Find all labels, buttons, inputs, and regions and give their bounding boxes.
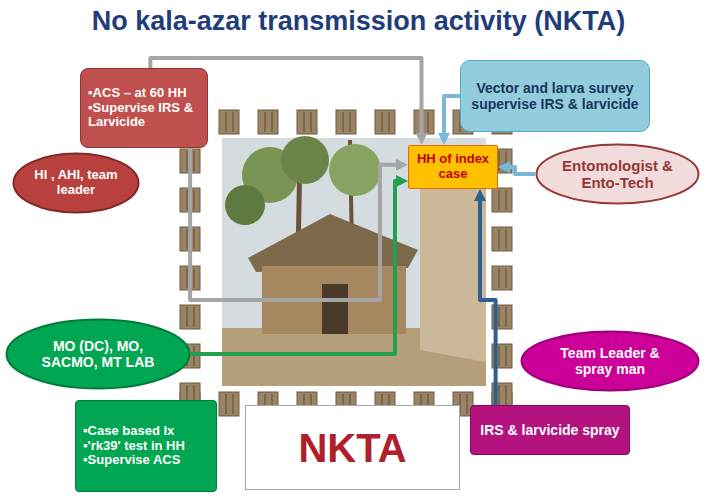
fence-slat <box>187 229 188 249</box>
role-box: ▪Case based Ix▪'rk39' test in HH▪Supervi… <box>75 400 217 492</box>
oval-shape <box>7 320 190 389</box>
node-text: ▪'rk39' test in HH <box>83 439 209 454</box>
fence-slat <box>499 268 500 288</box>
team-oval: HI , AHI, team leader <box>12 152 140 214</box>
nkta-box: NKTA <box>245 405 460 490</box>
fence-slat <box>187 268 188 288</box>
fence-slat <box>233 112 234 132</box>
fence-tile <box>492 266 512 290</box>
tree-foliage <box>225 185 265 225</box>
node-text: ▪Case based Ix <box>83 424 209 439</box>
fence-slat <box>350 112 351 132</box>
flow-arrow <box>480 197 496 405</box>
node-text: Team Leader & spray man <box>545 345 675 377</box>
fence-slat <box>194 307 195 327</box>
fence-tile <box>375 110 395 134</box>
fence-slat <box>187 151 188 171</box>
fence-tile <box>219 110 239 134</box>
fence-slat <box>506 385 507 405</box>
node-text: MO (DC), MO, SACMO, MT LAB <box>31 338 165 370</box>
fence-slat <box>506 190 507 210</box>
oval-shape <box>537 145 699 204</box>
fence-tile <box>297 110 317 134</box>
fence-slat <box>506 307 507 327</box>
flow-arrow <box>190 148 400 300</box>
fence-slat <box>499 346 500 366</box>
fence-tile <box>180 305 200 329</box>
fence-slat <box>187 307 188 327</box>
fence-slat <box>233 394 234 414</box>
fence-slat <box>265 112 266 132</box>
role-box: ▪ACS – at 60 HH▪Supervise IRS & Larvicid… <box>80 68 208 148</box>
tree-foliage <box>281 136 329 184</box>
fence-slat <box>311 112 312 132</box>
diagram-title: No kala-azar transmission activity (NKTA… <box>0 6 717 37</box>
fence-tile <box>414 110 434 134</box>
fence-slat <box>506 268 507 288</box>
fence-slat <box>499 190 500 210</box>
fence-tile <box>219 392 239 416</box>
fence-slat <box>499 229 500 249</box>
oval-text-holder: MO (DC), MO, SACMO, MT LAB <box>31 338 165 370</box>
fence-slat <box>506 229 507 249</box>
fence-slat <box>226 394 227 414</box>
oval-shape <box>522 332 699 391</box>
hut-door <box>322 284 348 334</box>
fence-slat <box>194 190 195 210</box>
fence-tile <box>492 188 512 212</box>
fence-slat <box>499 307 500 327</box>
tree-foliage <box>329 144 381 196</box>
node-text: Entomologist & Ento-Tech <box>558 157 677 192</box>
fence-tile <box>258 110 278 134</box>
fence-slat <box>187 190 188 210</box>
fence-slat <box>499 151 500 171</box>
thatched-roof <box>248 214 418 272</box>
node-text: HI , AHI, team leader <box>30 168 122 198</box>
node-text: ▪ACS – at 60 HH <box>88 86 200 101</box>
fence-border <box>180 110 512 416</box>
team-oval: Team Leader & spray man <box>520 330 700 392</box>
oval-text-holder: Entomologist & Ento-Tech <box>558 157 677 192</box>
fence-slat <box>194 268 195 288</box>
node-text: HH of index case <box>416 152 490 182</box>
role-box: IRS & larvicide spray <box>470 405 630 455</box>
fence-slat <box>499 385 500 405</box>
fence-tile <box>336 110 356 134</box>
mud-wall <box>420 172 486 362</box>
node-text: ▪Supervise ACS <box>83 453 209 468</box>
node-text: Vector and larva survey supervise IRS & … <box>468 80 642 112</box>
fence-slat <box>506 346 507 366</box>
flow-arrow <box>444 96 460 137</box>
oval-text-holder: Team Leader & spray man <box>545 345 675 377</box>
role-box: Vector and larva survey supervise IRS & … <box>460 60 650 132</box>
fence-slat <box>272 112 273 132</box>
fence-slat <box>194 229 195 249</box>
node-text: IRS & larvicide spray <box>478 422 622 438</box>
flow-arrow <box>191 181 400 354</box>
team-oval: Entomologist & Ento-Tech <box>535 143 700 205</box>
node-text: ▪Supervise IRS & Larvicide <box>88 101 200 131</box>
fence-slat <box>389 112 390 132</box>
team-oval: MO (DC), MO, SACMO, MT LAB <box>5 318 191 390</box>
fence-slat <box>467 394 468 414</box>
node-text: NKTA <box>253 425 452 471</box>
fence-slat <box>428 112 429 132</box>
flow-arrow <box>506 167 535 174</box>
oval-shape <box>14 154 139 213</box>
fence-tile <box>492 227 512 251</box>
fence-slat <box>194 151 195 171</box>
fence-slat <box>382 112 383 132</box>
fence-slat <box>226 112 227 132</box>
fence-slat <box>343 112 344 132</box>
index-case-box: HH of index case <box>408 145 498 189</box>
oval-text-holder: HI , AHI, team leader <box>30 168 122 198</box>
fence-slat <box>304 112 305 132</box>
